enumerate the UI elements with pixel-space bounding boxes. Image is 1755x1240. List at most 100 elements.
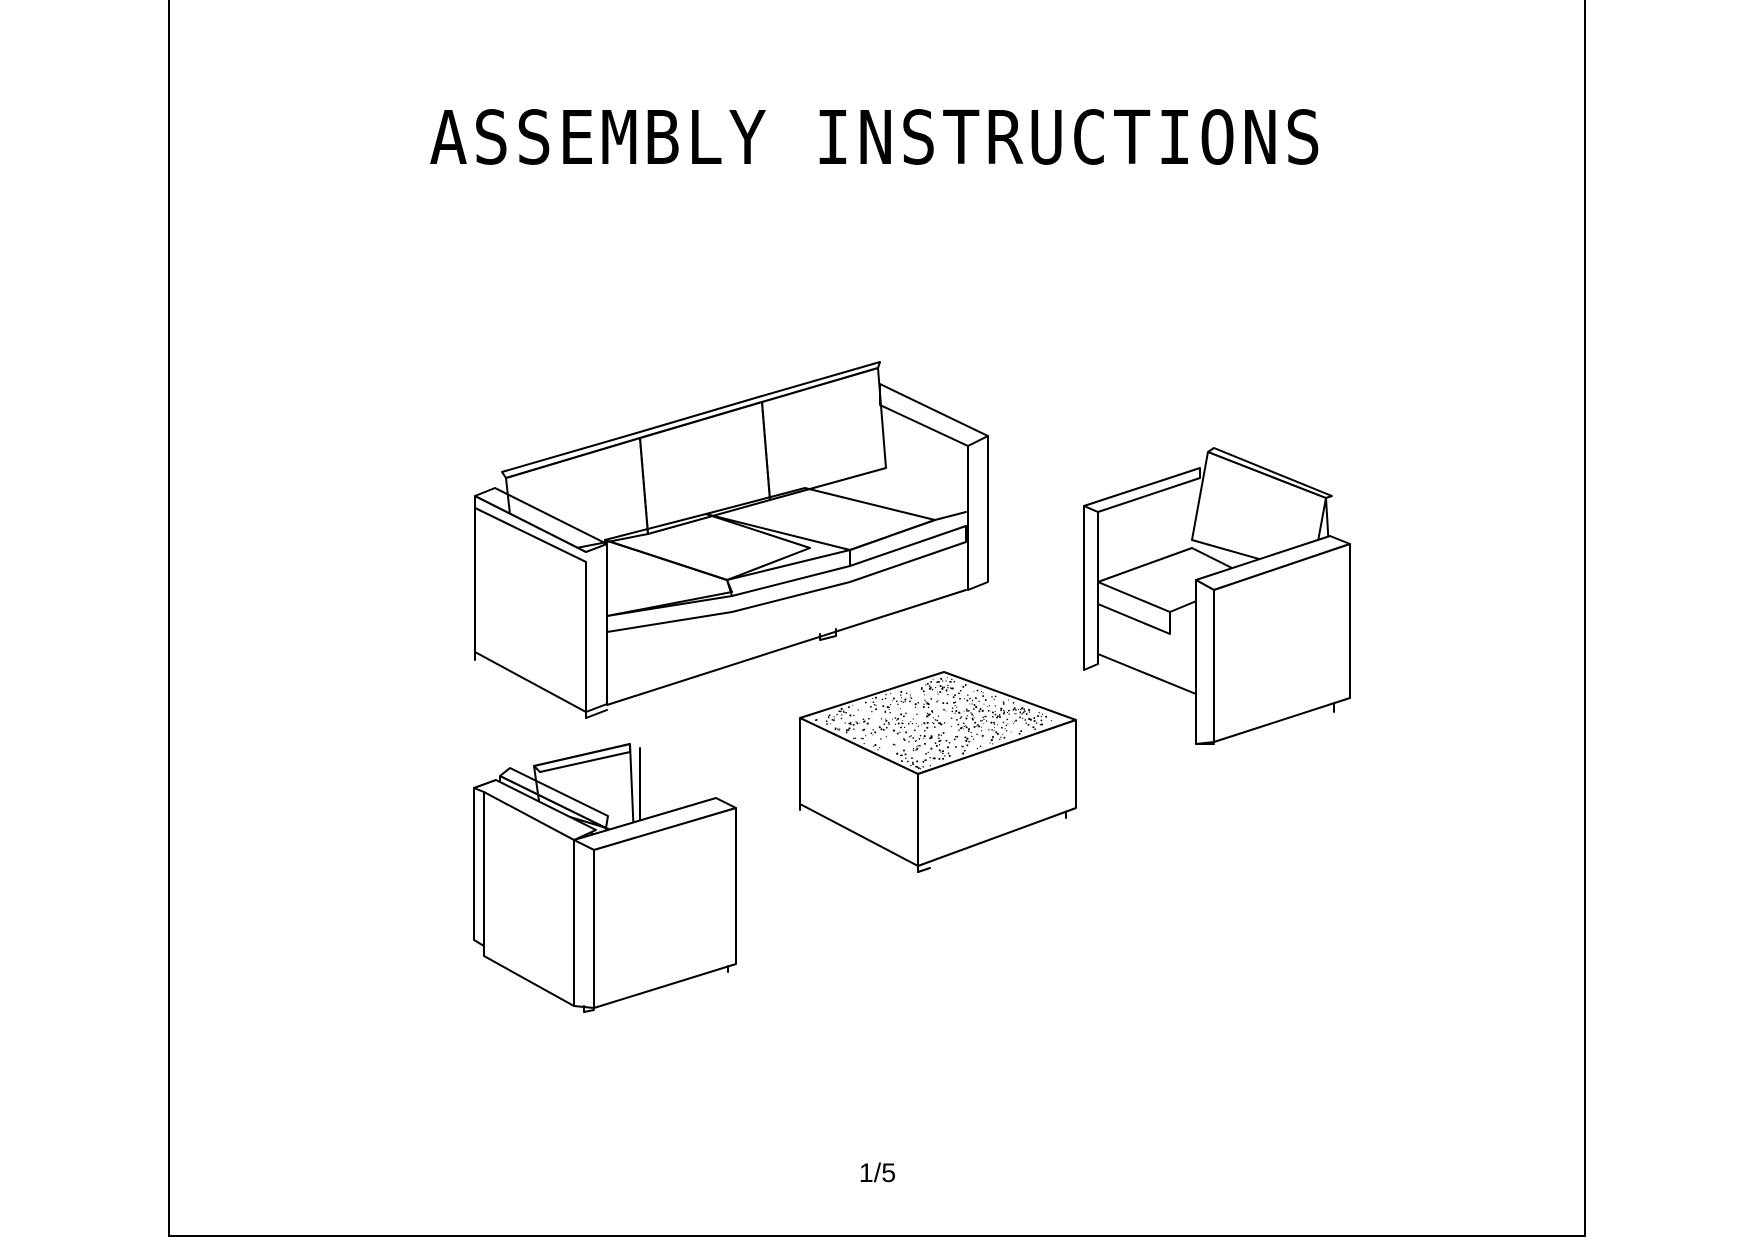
speckle-dot	[815, 719, 818, 721]
speckle-dot	[1041, 713, 1044, 716]
speckle-dot	[1025, 713, 1028, 715]
speckle-dot	[883, 723, 886, 726]
speckle-dot	[924, 729, 926, 732]
speckle-dot	[917, 745, 919, 747]
armchair-right-drawing	[1083, 447, 1351, 745]
speckle-dot	[991, 729, 993, 731]
speckle-dot	[946, 746, 949, 749]
speckle-dot	[944, 755, 946, 757]
speckle-dot	[839, 728, 841, 730]
page-title: ASSEMBLY INSTRUCTIONS	[428, 96, 1327, 182]
speckle-dot	[1022, 717, 1024, 720]
speckle-dot	[991, 735, 995, 738]
speckle-dot	[832, 719, 835, 722]
speckle-dot	[916, 760, 919, 763]
speckle-dot	[933, 726, 936, 728]
speckle-dot	[983, 718, 985, 721]
speckle-dot	[973, 725, 976, 728]
speckle-dot	[925, 684, 927, 686]
speckle-dot	[1027, 723, 1030, 726]
speckle-dot	[1020, 707, 1023, 710]
speckle-dot	[987, 709, 990, 712]
speckle-dot	[936, 700, 938, 703]
speckle-dot	[966, 710, 968, 712]
speckle-dot	[962, 722, 964, 724]
speckle-dot	[971, 713, 973, 716]
speckle-dot	[872, 701, 875, 704]
speckle-dot	[926, 682, 929, 685]
speckle-dot	[969, 703, 971, 705]
speckle-dot	[1014, 713, 1016, 715]
speckle-dot	[920, 686, 923, 689]
speckle-dot	[937, 736, 939, 738]
speckle-dot	[972, 715, 974, 717]
speckle-dot	[956, 719, 958, 721]
speckle-dot	[1010, 731, 1012, 733]
speckle-dot	[992, 737, 994, 739]
speckle-dot	[827, 716, 830, 719]
speckle-dot	[915, 749, 918, 751]
speckle-dot	[1023, 710, 1026, 712]
speckle-dot	[965, 683, 967, 686]
speckle-dot	[938, 722, 940, 725]
speckle-dot	[842, 710, 845, 712]
speckle-dot	[978, 725, 981, 728]
speckle-dot	[991, 711, 994, 714]
speckle-dot	[942, 702, 945, 705]
speckle-dot	[931, 710, 934, 713]
speckle-dot	[954, 705, 956, 707]
speckle-dot	[943, 686, 945, 689]
speckle-dot	[942, 757, 945, 760]
speckle-dot	[951, 707, 954, 710]
speckle-dot	[984, 715, 986, 718]
speckle-dot	[970, 712, 972, 714]
speckle-dot	[972, 738, 975, 740]
speckle-dot	[963, 698, 965, 700]
speckle-dot	[967, 710, 970, 712]
speckle-dot	[958, 692, 960, 695]
speckle-dot	[848, 727, 851, 730]
speckle-dot	[927, 706, 930, 709]
speckle-dot	[980, 720, 982, 722]
speckle-dot	[1024, 719, 1027, 721]
speckle-dot	[994, 695, 997, 698]
speckle-dot	[919, 768, 922, 770]
speckle-dot	[872, 698, 874, 700]
speckle-dot	[929, 764, 932, 767]
speckle-dot	[890, 693, 892, 695]
speckle-dot	[899, 754, 902, 757]
speckle-dot	[862, 729, 864, 732]
speckle-dot	[1013, 721, 1015, 723]
speckle-dot	[978, 700, 980, 702]
speckle-dot	[908, 740, 910, 742]
speckle-dot	[916, 746, 918, 748]
speckle-dot	[942, 680, 944, 682]
speckle-dot	[941, 688, 944, 690]
speckle-dot	[825, 720, 828, 723]
speckle-dot	[829, 723, 831, 725]
speckle-dot	[922, 760, 925, 763]
speckle-dot	[912, 761, 914, 764]
speckle-dot	[912, 763, 914, 766]
speckle-dot	[971, 699, 974, 702]
speckle-dot	[987, 706, 989, 707]
speckle-dot	[962, 685, 965, 688]
speckle-dot	[900, 754, 903, 757]
speckle-dot	[853, 714, 855, 717]
speckle-dot	[1029, 718, 1032, 721]
speckle-dot	[981, 726, 983, 728]
speckle-dot	[983, 703, 985, 705]
speckle-dot	[947, 686, 949, 689]
speckle-dot	[986, 720, 988, 723]
speckle-dot	[917, 725, 919, 727]
speckle-dot	[912, 749, 915, 752]
speckle-dot	[954, 694, 957, 697]
speckle-dot	[971, 717, 973, 720]
speckle-dot	[860, 737, 862, 739]
speckle-dot	[916, 739, 918, 741]
speckle-dot	[969, 697, 971, 700]
speckle-dot	[989, 742, 991, 744]
speckle-dot	[954, 701, 957, 704]
speckle-dot	[951, 687, 954, 690]
speckle-dot	[831, 718, 834, 721]
